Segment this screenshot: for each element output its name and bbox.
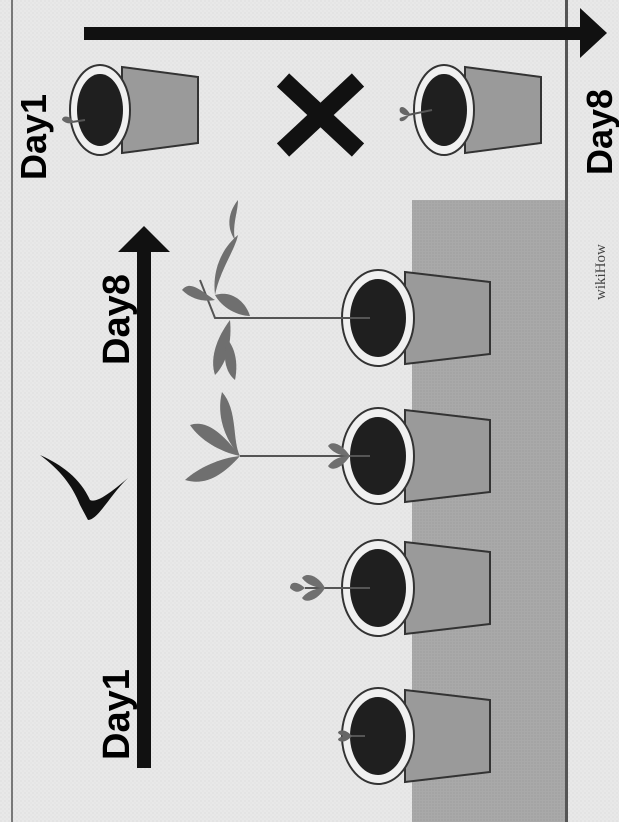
- watermark: wikiHow: [593, 244, 609, 300]
- incorrect-pot-day1: [62, 65, 198, 155]
- arrow-end-label: Day8: [96, 274, 138, 365]
- incorrect-end-label: Day8: [579, 89, 619, 175]
- arrow-shaft: [137, 252, 151, 768]
- arrow-shaft: [84, 27, 582, 40]
- arrow-start-label: Day1: [96, 669, 138, 760]
- pot-seedling: [338, 688, 490, 784]
- incorrect-start-label: Day1: [13, 94, 54, 180]
- panel-divider: [565, 0, 568, 822]
